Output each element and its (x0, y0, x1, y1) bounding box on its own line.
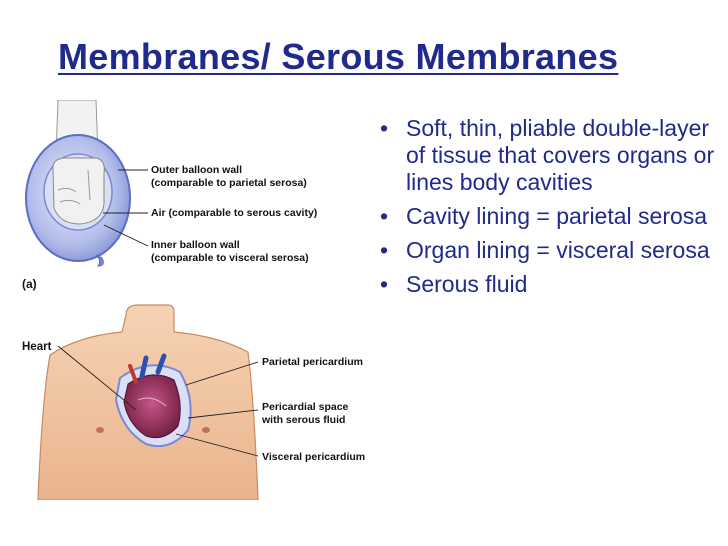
panel-a-label: (a) (22, 277, 37, 291)
heart-leader-lines (57, 345, 259, 457)
label-parietal-pericardium: Parietal pericardium (262, 356, 363, 368)
serous-membrane-figure: Outer balloon wall (comparable to pariet… (22, 100, 365, 500)
label-pericardial-space: Pericardial space (262, 401, 349, 413)
bullet-item: Organ lining = visceral serosa (379, 237, 719, 264)
bullet-item: Cavity lining = parietal serosa (379, 203, 719, 230)
bullet-list: Soft, thin, pliable double-layer of tiss… (379, 115, 719, 305)
label-visceral-pericardium: Visceral pericardium (262, 451, 365, 463)
label-inner-balloon-wall-note: (comparable to visceral serosa) (151, 252, 309, 264)
label-inner-balloon-wall: Inner balloon wall (151, 239, 240, 251)
bullet-item: Soft, thin, pliable double-layer of tiss… (379, 115, 719, 196)
heart-illustration (114, 353, 192, 448)
bullet-item: Serous fluid (379, 271, 719, 298)
label-outer-balloon-wall-note: (comparable to parietal serosa) (151, 177, 307, 189)
label-pericardial-space-note: with serous fluid (261, 414, 345, 426)
balloon-leader-lines (103, 169, 149, 247)
label-air: Air (comparable to serous cavity) (151, 207, 317, 219)
balloon-illustration (25, 100, 131, 267)
label-outer-balloon-wall: Outer balloon wall (151, 164, 242, 176)
label-heart: Heart (22, 341, 52, 353)
slide-title: Membranes/ Serous Membranes (58, 36, 619, 77)
